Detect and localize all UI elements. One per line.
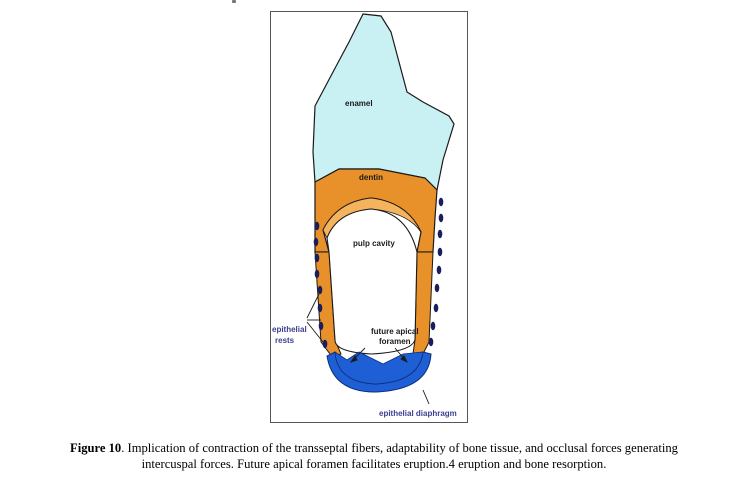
epithelial-rests-leaders — [306, 293, 324, 343]
caption-label: Figure 10 — [70, 441, 122, 455]
label-epithelial-diaphragm: epithelial diaphragm — [379, 409, 457, 418]
caption-line-1: Figure 10. Implication of contraction of… — [4, 440, 744, 456]
crop-mark — [232, 0, 236, 3]
caption-line-2: intercuspal forces. Future apical forame… — [141, 457, 607, 471]
tooth-diagram: enamel dentin pulp cavity future apical … — [272, 13, 457, 418]
label-dentin: dentin — [359, 173, 383, 182]
label-pulp-cavity: pulp cavity — [353, 239, 395, 248]
label-enamel: enamel — [345, 99, 373, 108]
figure-frame: enamel dentin pulp cavity future apical … — [270, 11, 468, 423]
label-epithelial-rests-line1: epithelial — [272, 325, 307, 334]
epithelial-rests-right — [428, 197, 444, 347]
figure-caption: Figure 10. Implication of contraction of… — [4, 440, 744, 472]
label-future-apical-line2: foramen — [379, 337, 411, 346]
label-future-apical-line1: future apical — [371, 327, 419, 336]
foramen-arrows — [349, 347, 409, 364]
pulp-cavity — [326, 208, 418, 355]
caption-text-1: . Implication of contraction of the tran… — [121, 441, 678, 455]
epithelial-rests-left — [313, 221, 328, 349]
enamel-shape — [312, 13, 455, 192]
diaphragm-leader — [422, 389, 430, 405]
label-epithelial-rests-line2: rests — [275, 336, 295, 345]
top-crop-artifact — [0, 0, 745, 6]
